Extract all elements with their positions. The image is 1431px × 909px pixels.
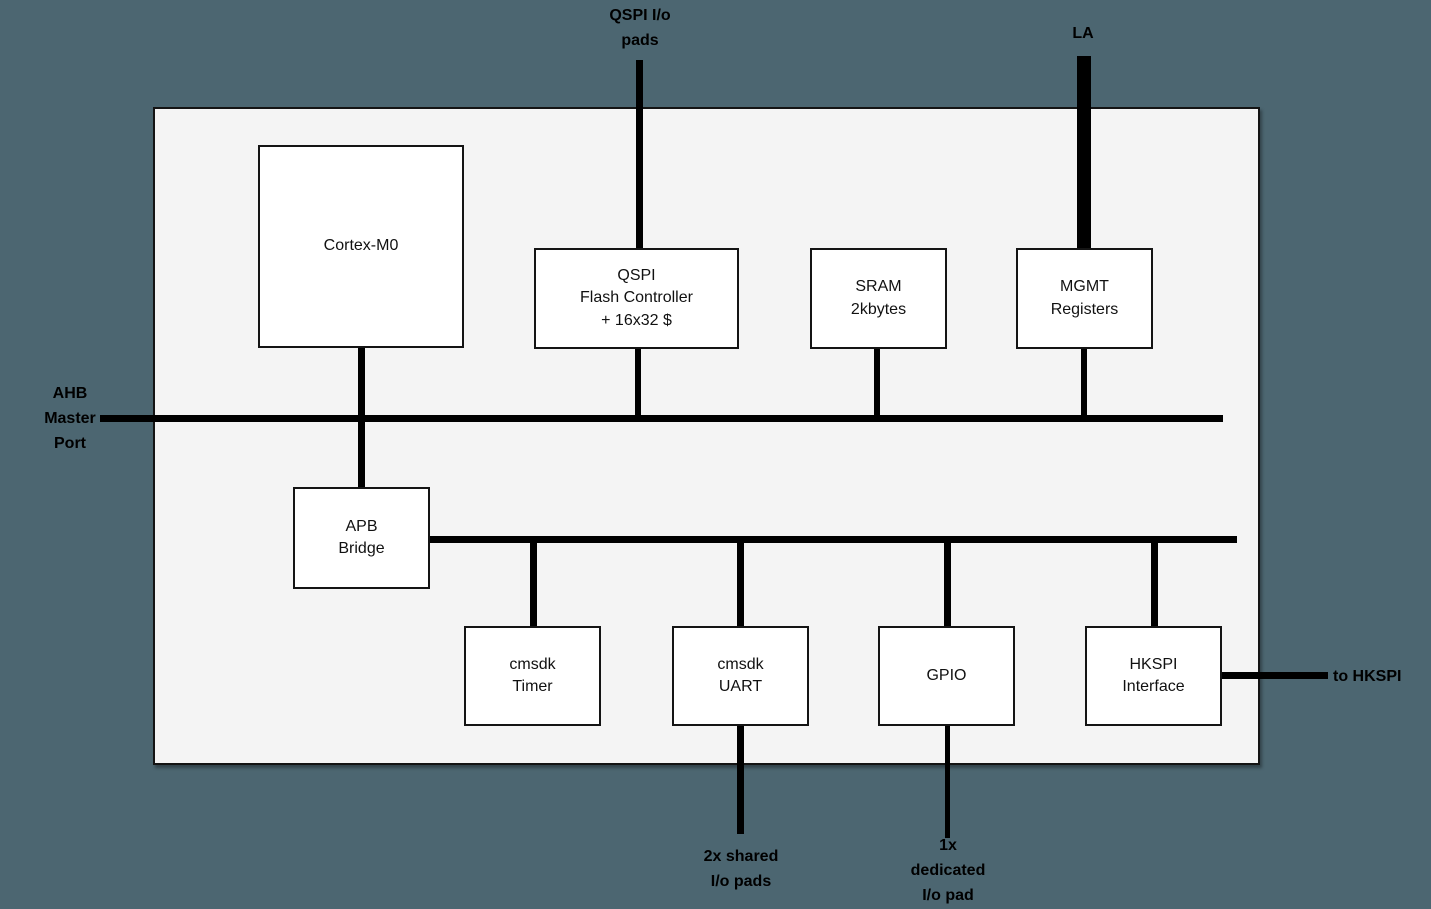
- block-cortex-m0: Cortex-M0: [258, 145, 464, 348]
- block-cmsdk-uart: cmsdk UART: [672, 626, 809, 726]
- gpio-to-dedicated-pad-line: [945, 724, 950, 838]
- label-qspi-io-pads: QSPI I/o pads: [609, 7, 671, 49]
- block-apb-bridge: APB Bridge: [293, 487, 430, 589]
- label-dedicated-io-pad: 1x dedicated I/o pad: [910, 837, 986, 904]
- gpio-to-apb-line: [944, 541, 951, 628]
- qspi-to-ahb-line: [635, 347, 641, 417]
- timer-to-apb-line: [530, 541, 537, 628]
- cortex-m0-to-apb-bridge-line: [358, 348, 365, 489]
- mgmt-to-ahb-line: [1081, 347, 1087, 417]
- block-qspi-flash-controller: QSPI Flash Controller + 16x32 $: [534, 248, 739, 349]
- ahb-bus-line: [100, 415, 1223, 422]
- uart-to-shared-pads-line: [737, 724, 744, 834]
- apb-bus-line: [429, 536, 1237, 543]
- block-cmsdk-timer: cmsdk Timer: [464, 626, 601, 726]
- la-to-mgmt-line: [1077, 56, 1091, 250]
- hkspi-external-line: [1221, 672, 1328, 679]
- sram-to-ahb-line: [874, 347, 880, 417]
- label-la: LA: [1072, 25, 1094, 42]
- hkspi-to-apb-line: [1151, 541, 1158, 628]
- label-to-hkspi: to HKSPI: [1333, 668, 1402, 685]
- block-sram: SRAM 2kbytes: [810, 248, 947, 349]
- block-mgmt-registers: MGMT Registers: [1016, 248, 1153, 349]
- block-hkspi-interface: HKSPI Interface: [1085, 626, 1222, 726]
- label-ahb-master-port: AHB Master Port: [44, 385, 96, 452]
- qspi-io-pads-line: [636, 60, 643, 250]
- label-shared-io-pads: 2x shared I/o pads: [703, 848, 779, 890]
- uart-to-apb-line: [737, 541, 744, 628]
- block-gpio: GPIO: [878, 626, 1015, 726]
